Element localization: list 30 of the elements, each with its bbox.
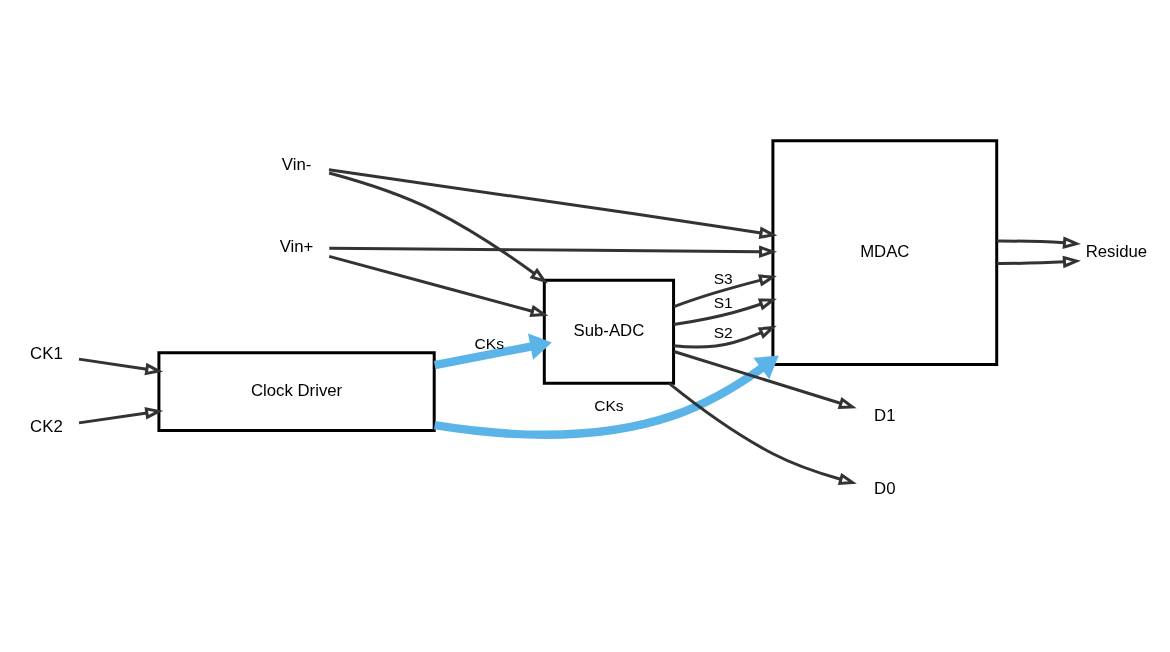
node-box: Sub-ADC — [542, 278, 676, 385]
node-text: CK2 — [30, 416, 63, 436]
node-text: CK1 — [30, 343, 63, 363]
arrow — [434, 355, 779, 439]
arrow — [996, 255, 1081, 269]
arrow — [433, 333, 552, 370]
arrow — [328, 168, 778, 240]
edge-label: S3 — [713, 270, 733, 288]
node-text: D0 — [874, 479, 896, 499]
node-text: Residue — [1085, 242, 1148, 262]
arrow — [673, 350, 857, 409]
arrow — [996, 236, 1081, 249]
node-box: MDAC — [771, 139, 999, 367]
edge-label: CKs — [474, 334, 504, 352]
arrow — [329, 245, 778, 258]
arrow — [78, 407, 164, 425]
edge-label: S2 — [713, 324, 733, 342]
node-text: Vin+ — [279, 237, 314, 257]
arrow — [673, 274, 777, 308]
arrow — [78, 357, 164, 376]
edge-label: S1 — [713, 294, 733, 312]
edge-label: CKs — [594, 397, 624, 415]
arrow — [673, 298, 777, 327]
arrow — [328, 171, 548, 284]
node-text: Vin- — [281, 154, 312, 174]
arrow — [668, 382, 857, 486]
arrow — [328, 254, 549, 318]
arrow — [673, 325, 777, 349]
node-box: Clock Driver — [157, 351, 436, 432]
node-text: D1 — [874, 406, 896, 426]
